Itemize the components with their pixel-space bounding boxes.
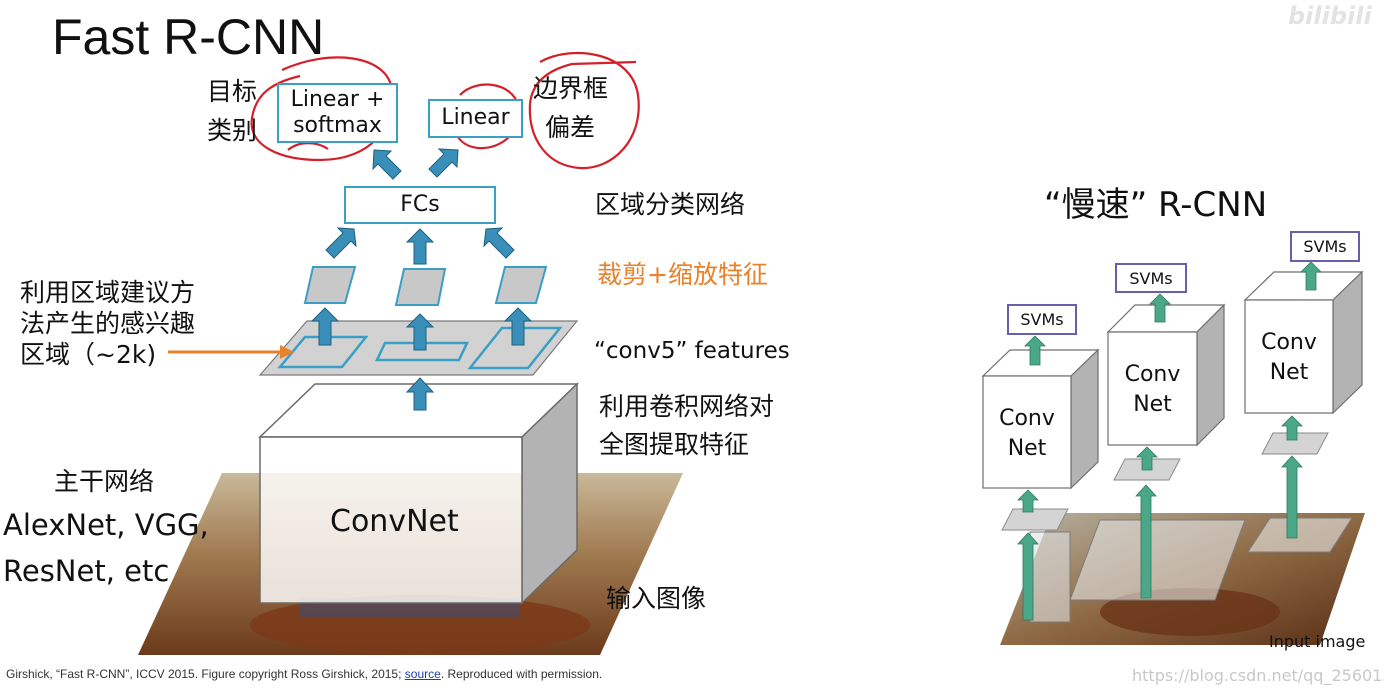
green-arrow-image-crop3 — [1281, 455, 1303, 539]
green-arrow-image-crop1 — [1017, 532, 1039, 621]
slow-input-image-label: Input image — [1269, 632, 1366, 651]
svm-label-3: SVMs — [1303, 237, 1347, 256]
cropped-feature-2 — [394, 268, 447, 306]
bilibili-logo-watermark: bilibili — [1288, 2, 1372, 30]
arrow-fcs-linear — [428, 148, 459, 178]
green-arrow-crop3-conv3 — [1281, 415, 1303, 441]
proposals-label-line1: 利用区域建议方 — [20, 278, 196, 307]
cropped-feature-1 — [303, 266, 357, 304]
linear-softmax-box: Linear + softmax — [277, 83, 398, 143]
slow-convnet-2-line2: Net — [1133, 392, 1172, 417]
slow-convnet-1-line2: Net — [1007, 436, 1047, 461]
slow-convnet-2-label: Conv Net — [1108, 360, 1197, 420]
backbone-examples-line2: ResNet, etc — [3, 554, 170, 588]
proposals-label-line3: 区域（~2k) — [20, 340, 157, 369]
citation-text-after: . Reproduced with permission. — [440, 667, 603, 681]
arrow-up-convnet-to-conv5 — [405, 377, 435, 411]
annotation-scribble-softmax — [287, 142, 329, 151]
proposals-label-line2: 法产生的感兴趣 — [20, 309, 196, 338]
csdn-watermark: https://blog.csdn.net/qq_25601345 — [1132, 666, 1384, 685]
slow-region-1 — [1029, 531, 1071, 623]
slow-convnet-1-line1: Conv — [999, 406, 1055, 431]
conv-full-label-line2: 全图提取特征 — [599, 430, 750, 459]
fcs-box: FCs — [344, 186, 496, 224]
slow-region-2 — [1069, 519, 1246, 601]
arrow-fcs-linear-softmax — [372, 149, 402, 180]
slow-crop-3 — [1261, 432, 1329, 455]
green-arrow-conv3-svm3 — [1300, 261, 1322, 291]
roi-region-1 — [277, 335, 369, 369]
green-arrow-crop2-conv2 — [1136, 446, 1158, 471]
arrow-up-feature2-fcs — [405, 228, 435, 265]
arrow-up-roi1 — [310, 307, 340, 346]
proposal-pointer-head — [280, 345, 294, 359]
slow-convnet-3-line2: Net — [1269, 360, 1309, 385]
target-class-label-line1: 目标 — [207, 77, 258, 106]
source-link[interactable]: source — [404, 667, 441, 681]
slow-convnet-1-label: Conv Net — [983, 404, 1071, 464]
linear-softmax-line2: softmax — [293, 113, 382, 138]
arrow-feature3-fcs — [483, 227, 515, 259]
backbone-examples-line1: AlexNet, VGG, — [3, 508, 209, 542]
convnet-label: ConvNet — [330, 504, 459, 539]
slow-convnet-3-front — [1244, 299, 1334, 414]
cropped-feature-3 — [494, 266, 548, 304]
linear-box-label: Linear — [441, 105, 510, 131]
crop-resize-label: 裁剪+缩放特征 — [597, 260, 768, 289]
slow-convnet-2-front — [1107, 331, 1198, 446]
target-class-label-line2: 类别 — [207, 116, 258, 145]
region-net-label: 区域分类网络 — [595, 190, 746, 219]
green-arrow-conv2-svm2 — [1149, 293, 1171, 323]
conv-full-label-line1: 利用卷积网络对 — [599, 392, 775, 421]
slow-convnet-1-front — [982, 375, 1072, 489]
backbone-label: 主干网络 — [54, 467, 155, 496]
linear-softmax-line1: Linear + — [290, 86, 385, 112]
page-title: Fast R-CNN — [52, 9, 325, 65]
roi-region-3 — [467, 326, 563, 370]
slow-rcnn-title: “慢速” R-CNN — [1044, 185, 1268, 225]
arrow-up-roi2 — [405, 313, 435, 351]
citation-text: Girshick, “Fast R-CNN”, ICCV 2015. Figur… — [6, 667, 405, 681]
conv5-features-label: “conv5” features — [594, 338, 790, 364]
slow-convnet-2-line1: Conv — [1124, 362, 1181, 387]
slow-convnet-3-line1: Conv — [1261, 330, 1317, 355]
fcs-label: FCs — [400, 191, 440, 217]
green-arrow-crop1-conv1 — [1017, 489, 1039, 513]
convnet-block-front — [259, 436, 523, 604]
green-arrow-conv1-svm1 — [1024, 335, 1046, 366]
arrow-up-roi3 — [503, 307, 533, 346]
svm-box-1: SVMs — [1007, 304, 1077, 335]
svm-box-2: SVMs — [1115, 263, 1187, 293]
slow-convnet-3-label: Conv Net — [1245, 328, 1333, 388]
citation-footer: Girshick, “Fast R-CNN”, ICCV 2015. Figur… — [6, 667, 602, 681]
roi-region-2 — [375, 341, 469, 362]
svm-label-1: SVMs — [1020, 310, 1064, 329]
slow-crop-1 — [1001, 508, 1069, 531]
annotation-circle-bbox-offset — [528, 51, 640, 170]
bbox-offset-label-line2: 偏差 — [545, 113, 596, 142]
input-image-label: 输入图像 — [606, 584, 707, 613]
green-arrow-image-crop2 — [1135, 484, 1157, 599]
svm-box-3: SVMs — [1290, 231, 1360, 262]
annotation-circle-linear-softmax — [250, 56, 394, 162]
slow-region-3 — [1247, 517, 1353, 553]
arrow-feature1-fcs — [325, 227, 357, 259]
svm-label-2: SVMs — [1129, 268, 1173, 288]
bbox-offset-label-line1: 边界框 — [533, 74, 609, 103]
linear-box: Linear — [428, 99, 523, 138]
